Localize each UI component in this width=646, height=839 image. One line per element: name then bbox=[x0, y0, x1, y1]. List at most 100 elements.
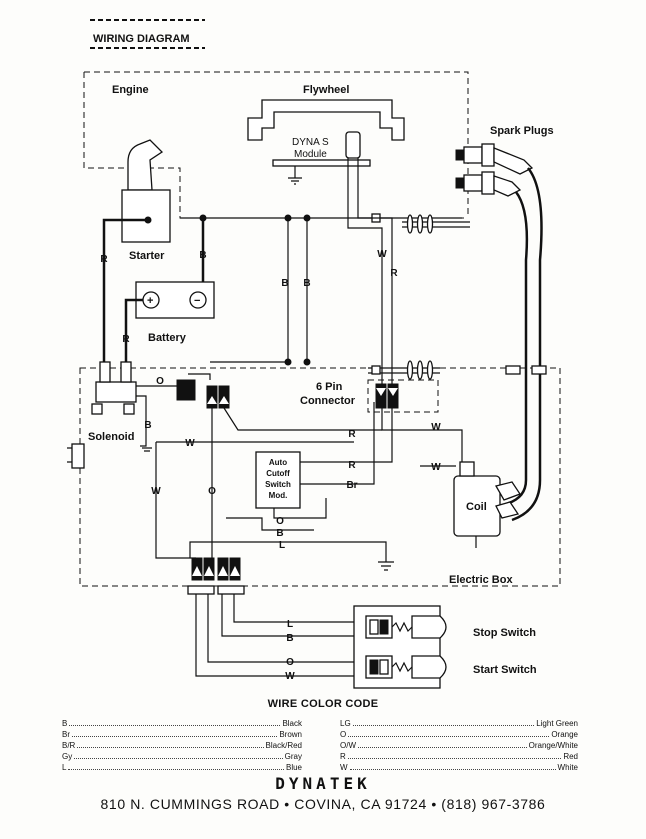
spark-plugs-label: Spark Plugs bbox=[490, 125, 554, 137]
wire-color-name: Red bbox=[563, 752, 578, 761]
leader-dots bbox=[347, 758, 562, 759]
wire-color-name: Blue bbox=[285, 763, 302, 772]
wire-color-code-title: WIRE COLOR CODE bbox=[267, 698, 379, 710]
engine-boundary bbox=[83, 71, 469, 219]
plug-boot-2 bbox=[493, 175, 522, 197]
module-black-wire bbox=[226, 517, 314, 531]
bottom-grommet-1 bbox=[187, 585, 215, 595]
module-orange-wire bbox=[273, 498, 327, 519]
module-label-line2: Module bbox=[294, 149, 327, 160]
wire-label-w-start: W bbox=[285, 671, 295, 682]
wire-code: W bbox=[340, 763, 348, 772]
auto-label-line4: Mod. bbox=[269, 491, 288, 500]
wire-code: R bbox=[340, 752, 346, 761]
coil-tower-2 bbox=[495, 501, 520, 519]
leader-dots bbox=[348, 736, 550, 737]
leader-dots bbox=[68, 769, 284, 770]
leader-dots bbox=[352, 725, 535, 726]
wire-color-name: Black bbox=[282, 719, 302, 728]
leader-dots bbox=[77, 747, 264, 748]
fuse-holder bbox=[71, 443, 85, 469]
wire-label-b-mod: B bbox=[276, 528, 283, 539]
stop-black-wire bbox=[221, 594, 366, 637]
electric-box-label: Electric Box bbox=[449, 574, 513, 586]
coil-tower-1 bbox=[495, 481, 521, 501]
ht-grommet-2 bbox=[531, 365, 547, 375]
wire-label-b-starter: B bbox=[199, 250, 206, 261]
leader-dots bbox=[69, 725, 281, 726]
wire-color-name: Orange bbox=[551, 730, 578, 739]
wiring-diagram: WIRING DIAGRAM Engine Flywheel Spark Plu… bbox=[67, 19, 561, 689]
six-pin-connector bbox=[375, 383, 399, 409]
wire-label-b-stop: B bbox=[286, 633, 293, 644]
ht-grommet-1 bbox=[505, 365, 521, 375]
connector-red-wire bbox=[223, 407, 382, 431]
wire-color-name: Orange/White bbox=[528, 741, 578, 750]
solenoid-post-2 bbox=[120, 361, 132, 383]
connector-o-black bbox=[176, 379, 196, 401]
battery-negative-terminal bbox=[189, 291, 207, 309]
wire-label-w-solenoid: W bbox=[185, 438, 195, 449]
ht-lead-2 bbox=[505, 191, 529, 506]
brand-logo: DYNATEK bbox=[275, 774, 371, 793]
auto-label-line1: Auto bbox=[269, 458, 287, 467]
ground-node-5 bbox=[303, 358, 311, 366]
wire-code: O/W bbox=[340, 741, 356, 750]
wire-label-w-coil1: W bbox=[431, 422, 441, 433]
ht-lead-1 bbox=[511, 167, 543, 522]
battery-red-wire bbox=[124, 298, 143, 362]
battery-minus: − bbox=[194, 295, 200, 307]
auto-cutoff-switch-module bbox=[255, 451, 301, 509]
solenoid bbox=[95, 381, 137, 403]
plug-boot-1 bbox=[493, 147, 534, 175]
wire-label-r-mid1: R bbox=[348, 429, 356, 440]
module-blue-wire bbox=[189, 541, 387, 562]
module-ground-icon bbox=[288, 177, 302, 185]
solenoid-post-1 bbox=[99, 361, 111, 383]
bottom-connectors bbox=[191, 557, 241, 581]
leader-dots bbox=[72, 736, 278, 737]
wire-code-row: R Red bbox=[340, 751, 578, 762]
start-white-wire bbox=[195, 594, 366, 677]
starter-top bbox=[127, 139, 164, 191]
diagram-title: WIRING DIAGRAM bbox=[93, 33, 190, 45]
module-plate bbox=[272, 159, 371, 167]
wire-label-br: Br bbox=[346, 480, 357, 491]
wire-code: B bbox=[62, 719, 68, 728]
wire-label-o-mod: O bbox=[276, 516, 284, 527]
start-orange-wire bbox=[207, 594, 366, 663]
dyna-s-module bbox=[345, 131, 361, 159]
wire-label-b-left: B bbox=[281, 278, 288, 289]
wire-label-w-left: W bbox=[151, 486, 161, 497]
start-switch-label: Start Switch bbox=[473, 664, 537, 676]
wire-label-r-mid2: R bbox=[348, 460, 356, 471]
wire-label-r-battery: R bbox=[122, 334, 130, 345]
stop-switch bbox=[365, 615, 447, 639]
wire-label-r-starter: R bbox=[100, 254, 108, 265]
battery-plus: + bbox=[147, 295, 153, 307]
connector-white-wire bbox=[381, 408, 463, 468]
coil-label: Coil bbox=[466, 501, 487, 513]
leader-dots bbox=[349, 769, 556, 770]
wire-color-name: Gray bbox=[284, 752, 302, 761]
lower-harness-bundle bbox=[368, 360, 440, 380]
wire-code: O bbox=[340, 730, 347, 739]
wire-label-r-module: R bbox=[390, 268, 398, 279]
wire-color-name: White bbox=[557, 763, 578, 772]
wire-label-b-right: B bbox=[303, 278, 310, 289]
engine-label: Engine bbox=[112, 84, 149, 96]
solenoid-ground-wire bbox=[136, 395, 147, 447]
spark-plug-2 bbox=[455, 171, 495, 195]
wire-code: L bbox=[62, 763, 67, 772]
auto-label-line3: Switch bbox=[265, 480, 291, 489]
starter-red-wire bbox=[102, 218, 148, 362]
wire-code: B/R bbox=[62, 741, 76, 750]
starter bbox=[121, 189, 171, 243]
wire-code: LG bbox=[340, 719, 351, 728]
wire-color-name: Brown bbox=[279, 730, 302, 739]
wire-label-l-mod: L bbox=[279, 540, 285, 551]
solenoid-tab-2 bbox=[123, 403, 135, 415]
